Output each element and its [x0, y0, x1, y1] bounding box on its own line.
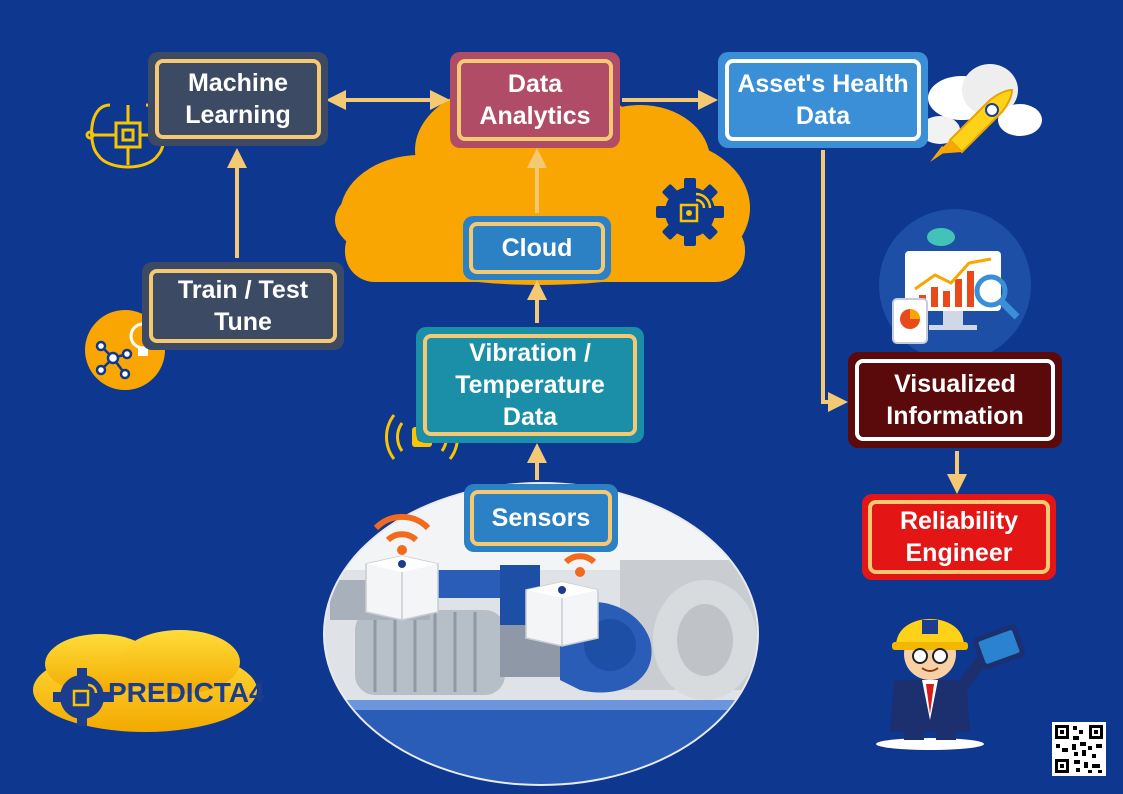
cloud-node: Cloud	[463, 216, 611, 280]
train-test-node: Train / Test Tune	[142, 262, 344, 350]
ai-chip-icon	[85, 103, 171, 169]
visualized-information-label: Visualized Information	[886, 370, 1024, 430]
qr-code-icon	[1052, 722, 1106, 776]
machine-learning-node: Machine Learning	[148, 52, 328, 146]
brand-logo	[33, 630, 257, 732]
machine-learning-label: Machine Learning	[185, 69, 291, 129]
dashboard-illustration	[879, 209, 1031, 361]
asset-health-node: Asset's Health Data	[718, 52, 928, 148]
sensor-device-left	[365, 513, 439, 621]
data-analytics-node: Data Analytics	[450, 52, 620, 148]
visualized-information-node: Visualized Information	[848, 352, 1062, 448]
reliability-engineer-node: Reliability Engineer	[862, 494, 1056, 580]
flow-arrows	[227, 90, 967, 494]
gear-icon	[656, 178, 724, 246]
reliability-engineer-label: Reliability Engineer	[899, 507, 1019, 567]
vibration-data-label: Vibration / Temperature Data	[455, 339, 605, 431]
asset-health-label: Asset's Health Data	[737, 70, 909, 130]
vibration-data-node: Vibration / Temperature Data	[416, 327, 644, 443]
cloud-label: Cloud	[501, 234, 573, 262]
sensors-node: Sensors	[464, 484, 618, 552]
rocket-icon	[920, 64, 1042, 162]
train-test-label: Train / Test Tune	[177, 276, 309, 336]
brand-logo-text: PREDICTA4	[108, 677, 265, 708]
data-analytics-label: Data Analytics	[479, 70, 591, 130]
sensors-label: Sensors	[491, 504, 591, 532]
engineer-illustration	[876, 619, 1026, 750]
